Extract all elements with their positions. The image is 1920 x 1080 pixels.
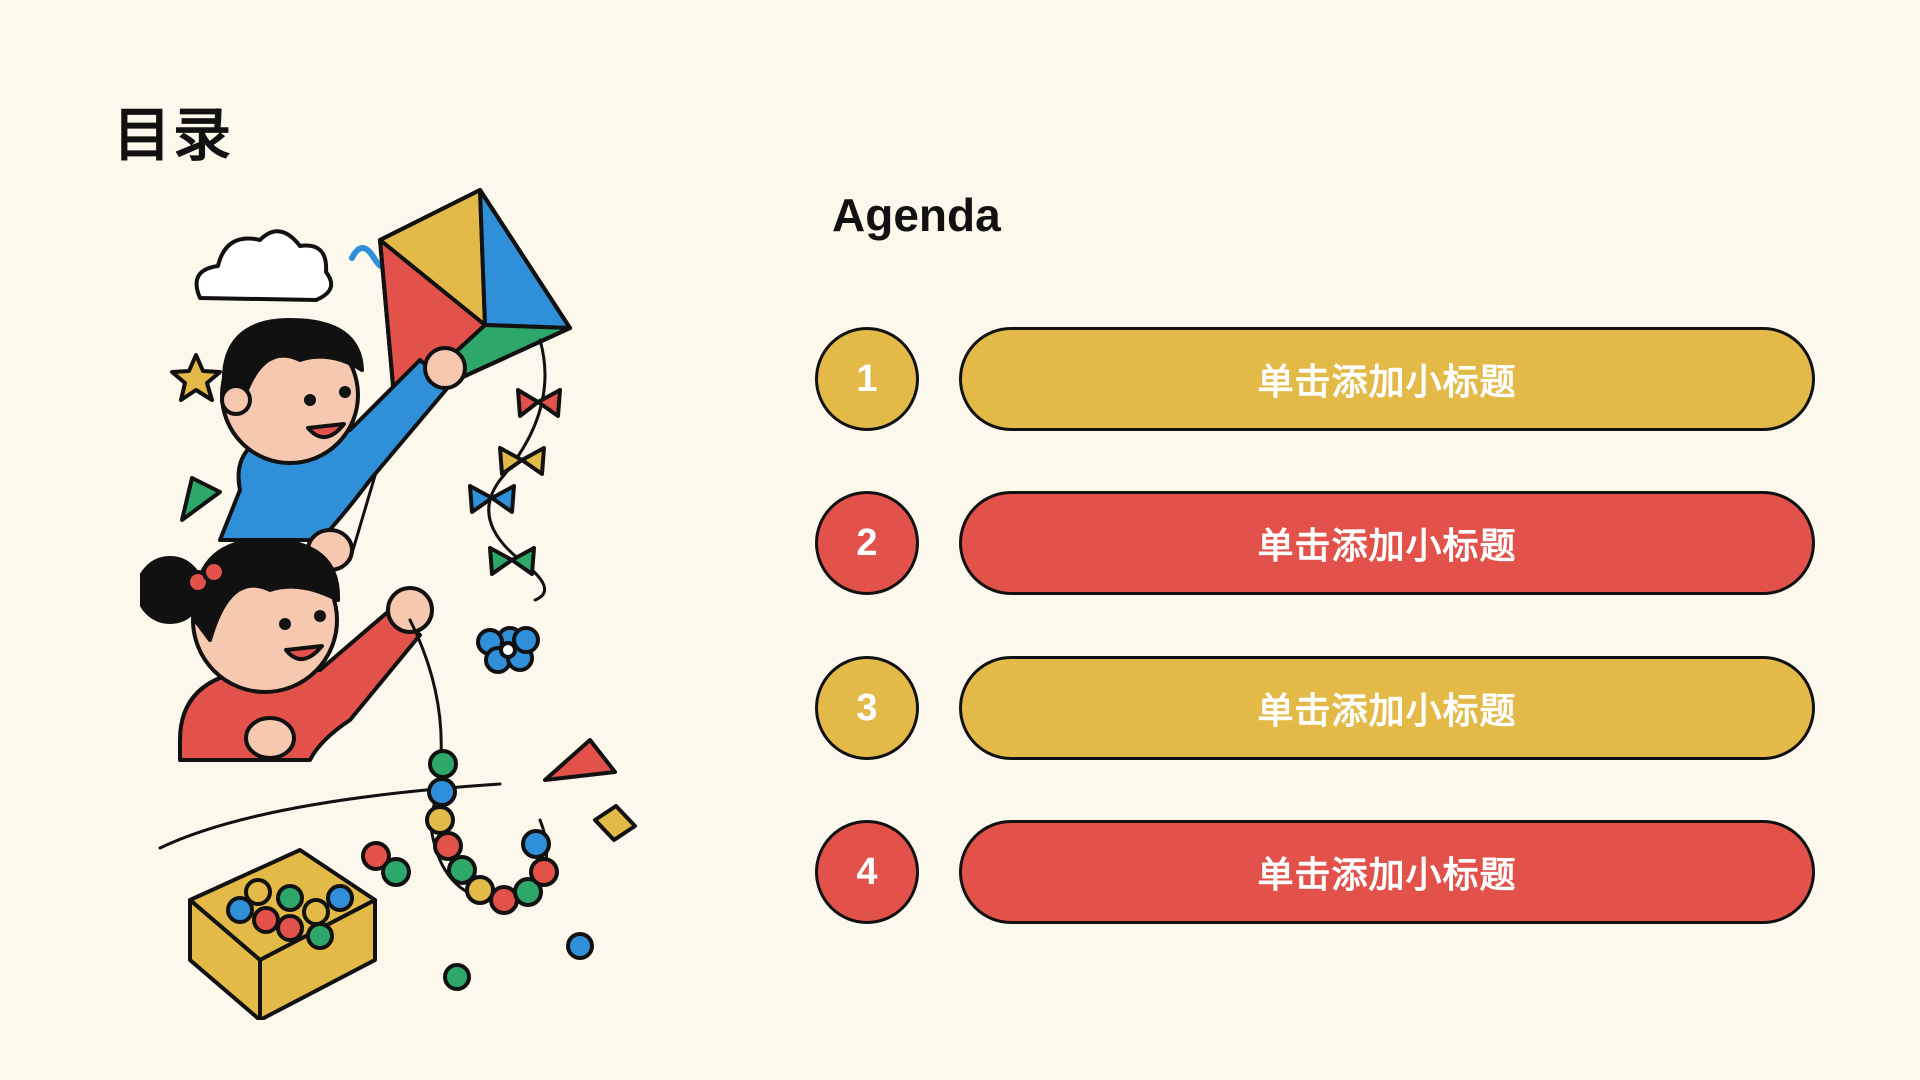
triangle-icon xyxy=(180,476,222,522)
kids-illustration xyxy=(140,188,637,1020)
agenda-item-4[interactable]: 4 单击添加小标题 xyxy=(815,820,1815,928)
bead-box-icon xyxy=(188,848,377,1020)
agenda-item-2[interactable]: 2 单击添加小标题 xyxy=(815,491,1815,599)
agenda-number-badge: 4 xyxy=(815,820,919,924)
agenda-item-3[interactable]: 3 单击添加小标题 xyxy=(815,656,1815,764)
page-title: 目录 xyxy=(113,101,234,169)
agenda-number-badge: 2 xyxy=(815,491,919,595)
star-icon xyxy=(170,353,222,402)
agenda-subtitle: Agenda xyxy=(832,189,1001,241)
bead-icon xyxy=(566,932,594,960)
agenda-subtitle-placeholder[interactable]: 单击添加小标题 xyxy=(959,820,1815,924)
agenda-subtitle-placeholder[interactable]: 单击添加小标题 xyxy=(959,327,1815,431)
agenda-number-badge: 3 xyxy=(815,656,919,760)
girl-icon xyxy=(140,538,434,762)
boy-icon xyxy=(218,318,467,572)
bead-icon xyxy=(443,963,471,991)
diamond-icon xyxy=(593,804,637,842)
agenda-subtitle-placeholder[interactable]: 单击添加小标题 xyxy=(959,491,1815,595)
triangle-icon xyxy=(543,738,617,782)
flower-icon xyxy=(476,626,540,674)
bead-string-icon xyxy=(361,618,559,915)
agenda-subtitle-placeholder[interactable]: 单击添加小标题 xyxy=(959,656,1815,760)
cloud-icon xyxy=(194,229,334,302)
agenda-number-badge: 1 xyxy=(815,327,919,431)
agenda-item-1[interactable]: 1 单击添加小标题 xyxy=(815,327,1815,435)
